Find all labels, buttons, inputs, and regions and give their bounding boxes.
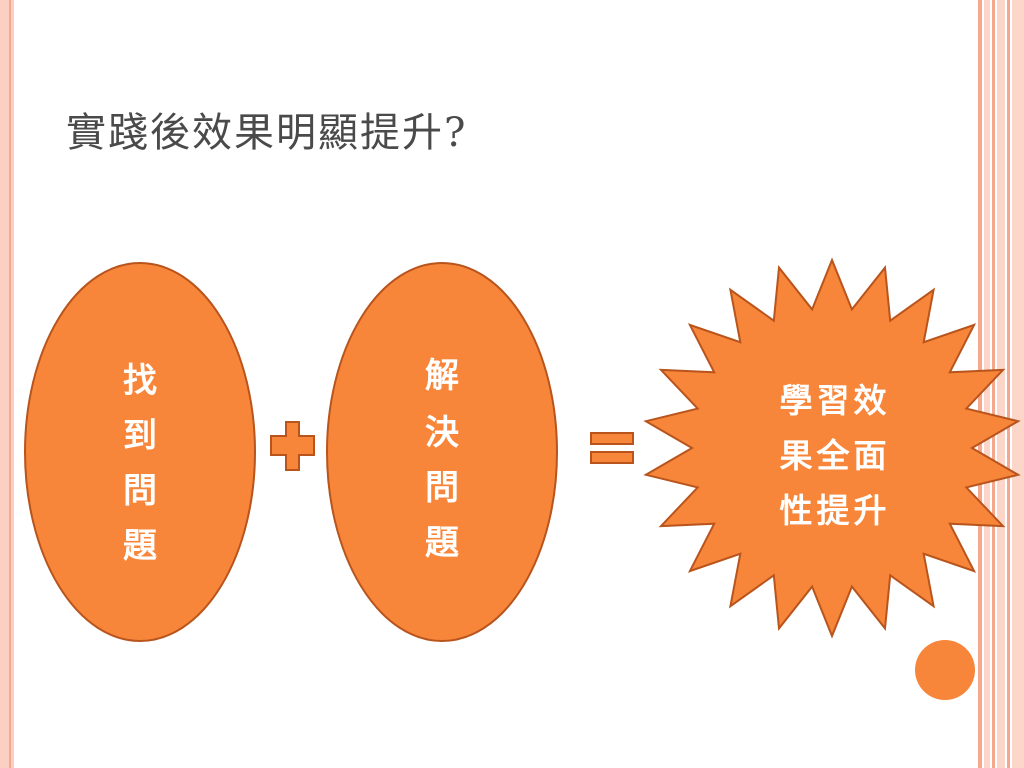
- right-stripe-4: [997, 0, 1005, 768]
- oval1-line-3: 問: [123, 471, 157, 511]
- right-stripe-5: [1007, 0, 1010, 768]
- right-stripe-3: [992, 0, 995, 768]
- equals-bar-top: [590, 432, 634, 445]
- oval-find-problem: 找 到 問 題: [24, 262, 256, 642]
- plus-sign: [270, 421, 315, 471]
- slide-title: 實踐後效果明顯提升?: [66, 110, 468, 156]
- starburst-result: 學習效 果全面 性提升: [643, 257, 1021, 639]
- left-border-line: [9, 0, 11, 768]
- oval2-line-1: 解: [425, 356, 459, 396]
- accent-circle: [915, 640, 975, 700]
- oval-find-problem-shape: [24, 262, 256, 642]
- oval1-line-2: 到: [123, 416, 157, 456]
- equals-bar-bottom: [590, 451, 634, 464]
- oval2-line-3: 問: [425, 468, 459, 508]
- starburst-line-1: 學習效: [780, 381, 891, 420]
- oval1-line-1: 找: [123, 361, 157, 401]
- oval-solve-problem-shape: [326, 262, 558, 642]
- oval1-line-4: 題: [123, 526, 157, 566]
- equals-sign: [590, 432, 634, 464]
- oval2-line-2: 決: [425, 413, 459, 453]
- oval2-line-4: 題: [425, 523, 459, 563]
- starburst-shape: [643, 257, 1021, 639]
- starburst-line-3: 性提升: [780, 491, 891, 530]
- starburst-line-2: 果全面: [780, 436, 891, 475]
- right-stripe-6: [1012, 0, 1024, 768]
- oval-solve-problem: 解 決 問 題: [326, 262, 558, 642]
